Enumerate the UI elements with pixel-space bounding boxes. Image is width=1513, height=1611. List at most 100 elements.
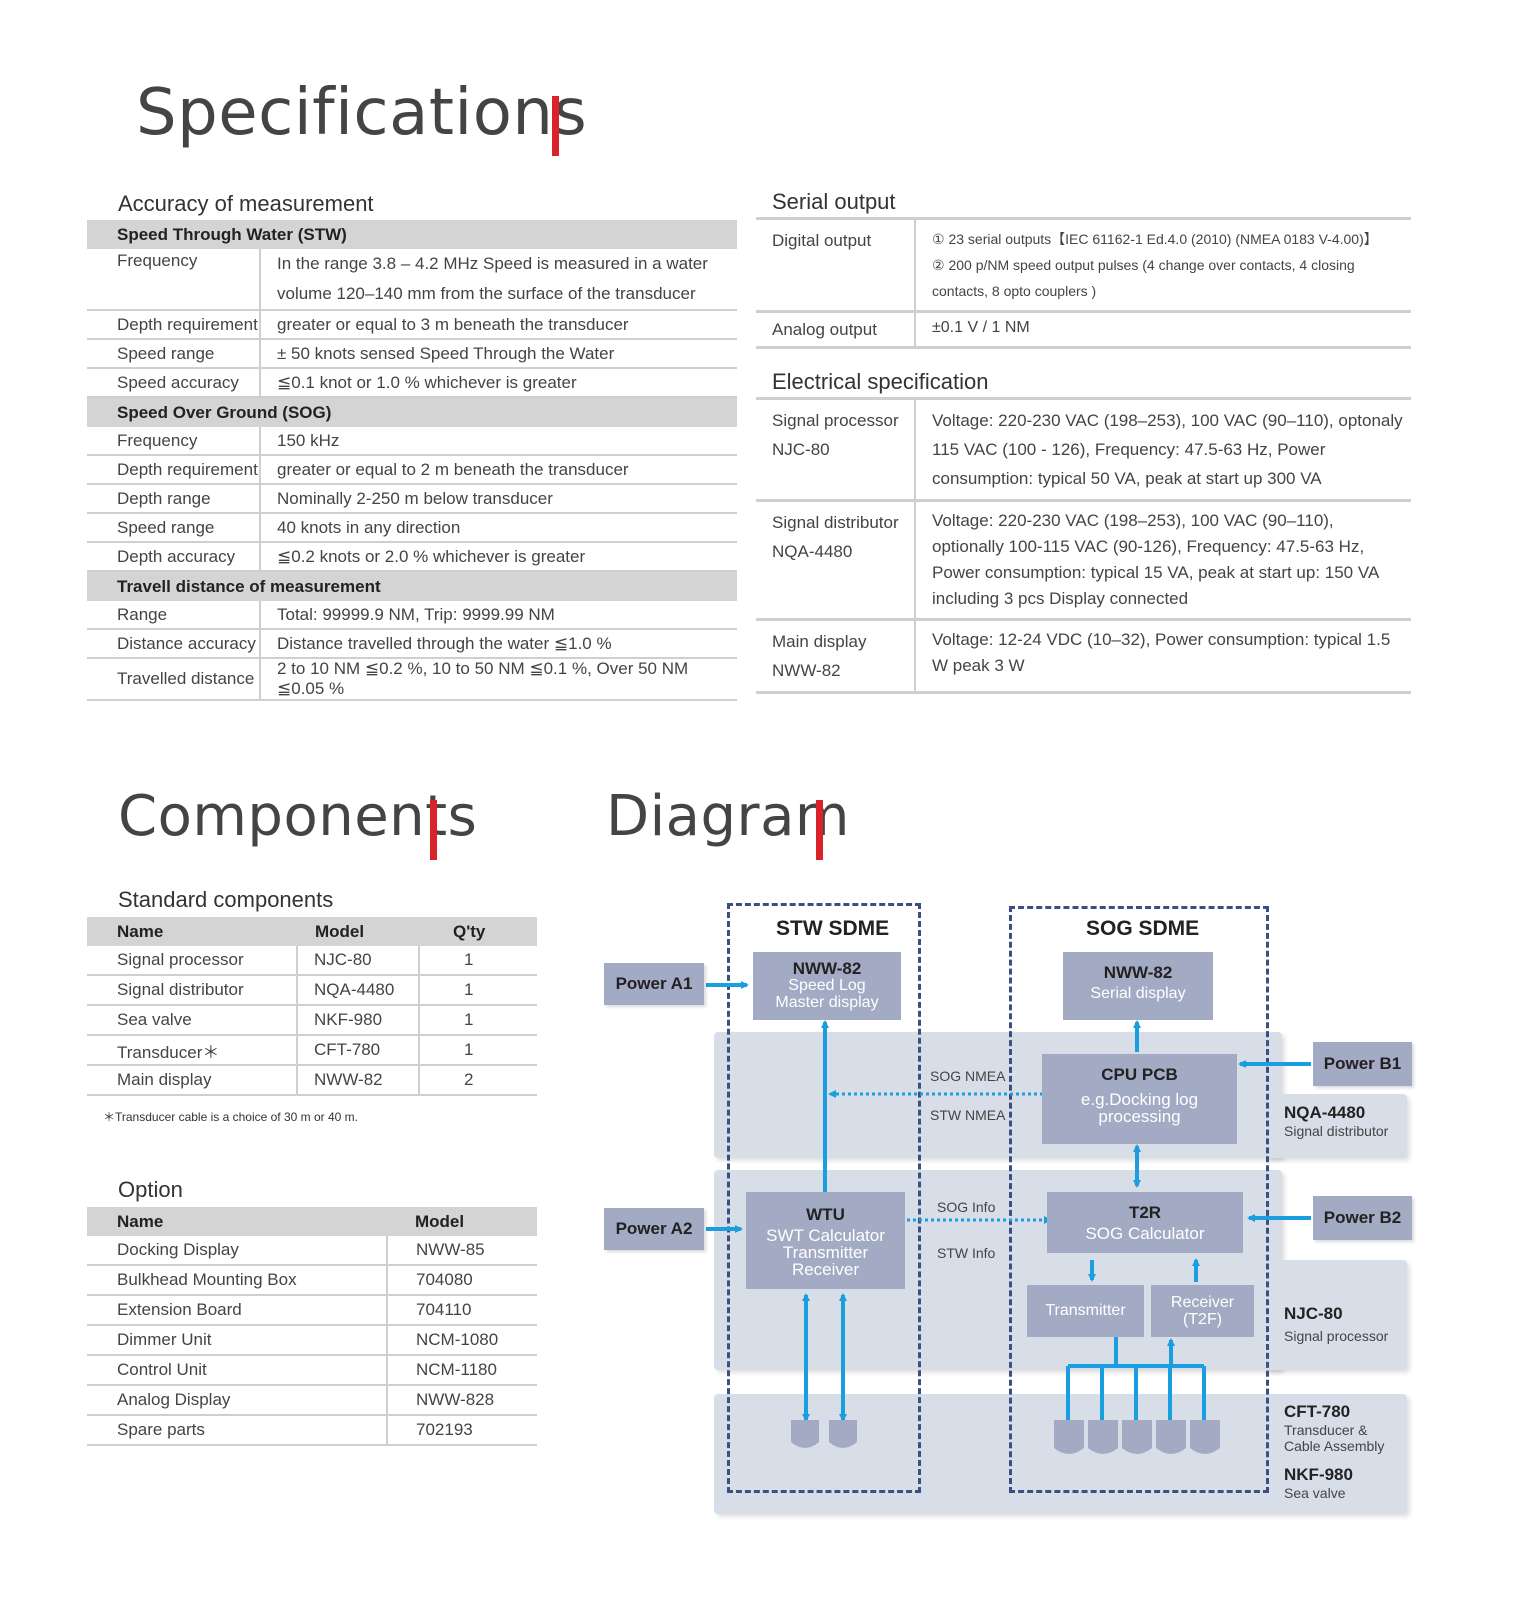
- spec-value: In the range 3.8 – 4.2 MHz Speed is meas…: [260, 249, 737, 311]
- sog-sdme-label: SOG SDME: [1086, 917, 1200, 940]
- spec-label: Speed range: [87, 339, 261, 369]
- option-model: 704110: [386, 1295, 537, 1326]
- col-model: Model: [387, 1207, 537, 1236]
- digital-output-value: ① 23 serial outputs【IEC 61162-1 Ed.4.0 (…: [915, 218, 1411, 313]
- electrical-label-line: Main display: [772, 632, 867, 651]
- serial-output-subtitle: Serial output: [772, 189, 896, 214]
- option-name: Spare parts: [87, 1415, 387, 1446]
- component-name: Sea valve: [87, 1005, 297, 1036]
- t2r-line: SOG Calculator: [1085, 1224, 1205, 1243]
- nww82-master-title: NWW-82: [792, 959, 862, 978]
- option-model: 702193: [386, 1415, 537, 1446]
- wtu-line: SWT Calculator: [766, 1226, 885, 1245]
- component-model: NJC-80: [296, 946, 420, 976]
- nkf-side-label: NKF-980 Sea valve: [1284, 1465, 1353, 1503]
- t2r-title: T2R: [1128, 1203, 1162, 1222]
- cft-desc: Cable Assembly: [1284, 1438, 1385, 1454]
- electrical-value: Voltage: 220-230 VAC (198–253), 100 VAC …: [915, 398, 1411, 502]
- nqa-name: NQA-4480: [1284, 1103, 1366, 1122]
- table-row: Analog output ±0.1 V / 1 NM: [756, 311, 1411, 349]
- spec-label: Range: [87, 601, 261, 630]
- spec-value: 40 knots in any direction: [260, 513, 737, 543]
- nww82-master-display-box: NWW-82 Speed Log Master display: [753, 952, 901, 1020]
- component-qty: 1: [419, 1035, 537, 1066]
- col-qty: Q'ty: [419, 917, 537, 946]
- component-name: Signal processor: [87, 946, 297, 976]
- power-a2-box: Power A2: [604, 1208, 704, 1250]
- njc-side-label: NJC-80 Signal processor: [1284, 1304, 1388, 1344]
- col-model: Model: [297, 917, 419, 946]
- wtu-title: WTU: [806, 1205, 845, 1224]
- spec-label: Depth range: [87, 484, 261, 514]
- stw-nmea-label: STW NMEA: [930, 1107, 1006, 1123]
- digital-output-line: ② 200 p/NM speed output pulses (4 change…: [932, 257, 1355, 273]
- spec-value: ± 50 knots sensed Speed Through the Wate…: [260, 339, 737, 369]
- wtu-line: Receiver: [791, 1260, 860, 1279]
- digital-output-label: Digital output: [756, 218, 916, 313]
- components-title: Components: [118, 784, 478, 849]
- sog-sdme-enclosure: [1009, 906, 1269, 1493]
- nww82-master-line: Master display: [775, 994, 879, 1011]
- cft-desc: Transducer &: [1284, 1422, 1368, 1438]
- spec-label: Frequency: [87, 249, 261, 311]
- njc-label-tab: [1265, 1260, 1407, 1370]
- analog-output-label: Analog output: [756, 311, 916, 349]
- spec-label: Depth accuracy: [87, 542, 261, 572]
- option-name: Dimmer Unit: [87, 1325, 387, 1356]
- cft-side-label: CFT-780 Transducer & Cable Assembly: [1284, 1402, 1384, 1454]
- cpu-pcb-title: CPU PCB: [1101, 1065, 1178, 1084]
- option-name: Analog Display: [87, 1385, 387, 1416]
- component-name: Transducer＊: [87, 1035, 297, 1066]
- cpu-pcb-box: CPU PCB e.g.Docking log processing: [1042, 1054, 1237, 1144]
- option-model: NCM-1080: [386, 1325, 537, 1356]
- option-name: Bulkhead Mounting Box: [87, 1265, 387, 1296]
- table-row: Digital output ① 23 serial outputs【IEC 6…: [756, 218, 1411, 313]
- section-header: Travell distance of measurement: [87, 571, 737, 601]
- nkf-desc: Sea valve: [1284, 1485, 1346, 1501]
- stw-sdme-label: STW SDME: [776, 917, 890, 940]
- spec-label: Depth requirement: [87, 310, 261, 340]
- spec-value: 150 kHz: [260, 427, 737, 456]
- spec-label: Speed range: [87, 513, 261, 543]
- component-model: CFT-780: [296, 1035, 420, 1066]
- electrical-subtitle: Electrical specification: [772, 369, 989, 394]
- standard-components-subtitle: Standard components: [118, 887, 334, 912]
- spec-value: greater or equal to 2 m beneath the tran…: [260, 455, 737, 485]
- cpu-pcb-line: processing: [1098, 1107, 1181, 1126]
- electrical-value: Voltage: 12-24 VDC (10–32), Power consum…: [915, 619, 1411, 694]
- component-qty: 2: [419, 1065, 537, 1096]
- table-row: Speed range± 50 knots sensed Speed Throu…: [87, 339, 737, 369]
- spec-value-line: In the range 3.8 – 4.2 MHz Speed is meas…: [277, 254, 708, 273]
- spec-label: Distance accuracy: [87, 629, 261, 659]
- spec-value: 2 to 10 NM ≦0.2 %, 10 to 50 NM ≦0.1 %, O…: [260, 658, 737, 701]
- stw-sdme-enclosure: [727, 903, 921, 1493]
- table-row: Speed accuracy≦0.1 knot or 1.0 % whichev…: [87, 368, 737, 398]
- nww82-serial-title: NWW-82: [1103, 963, 1173, 982]
- cft-name: CFT-780: [1284, 1402, 1351, 1421]
- accuracy-subtitle: Accuracy of measurement: [118, 191, 374, 216]
- option-name: Control Unit: [87, 1355, 387, 1386]
- electrical-label-line: NJC-80: [772, 440, 830, 459]
- nqa-desc: Signal distributor: [1284, 1123, 1389, 1139]
- component-model: NWW-82: [296, 1065, 420, 1096]
- wtu-line: Transmitter: [782, 1243, 869, 1262]
- option-model: NCM-1180: [386, 1355, 537, 1386]
- spec-label: Depth requirement: [87, 455, 261, 485]
- section-header-row: Travell distance of measurement: [87, 571, 737, 601]
- digital-output-line: ① 23 serial outputs【IEC 61162-1 Ed.4.0 (…: [932, 231, 1378, 247]
